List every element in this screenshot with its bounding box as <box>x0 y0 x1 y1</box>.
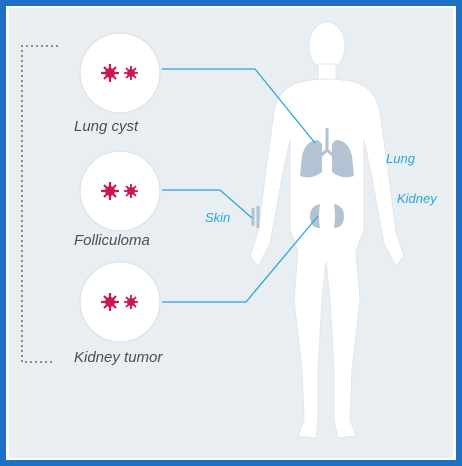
condition-label-folliculoma: Folliculoma <box>74 232 150 249</box>
condition-icon-1 <box>80 33 160 113</box>
human-body-silhouette <box>250 22 404 438</box>
condition-icon-2 <box>80 151 160 231</box>
grouping-bracket <box>22 46 58 362</box>
organ-label-kidney: Kidney <box>397 191 437 206</box>
organ-label-lung: Lung <box>386 151 415 166</box>
condition-label-lung-cyst: Lung cyst <box>74 118 138 135</box>
organ-label-skin: Skin <box>205 210 230 225</box>
condition-icon-3 <box>80 262 160 342</box>
condition-label-kidney-tumor: Kidney tumor <box>74 349 162 366</box>
skin-patch <box>253 206 258 228</box>
